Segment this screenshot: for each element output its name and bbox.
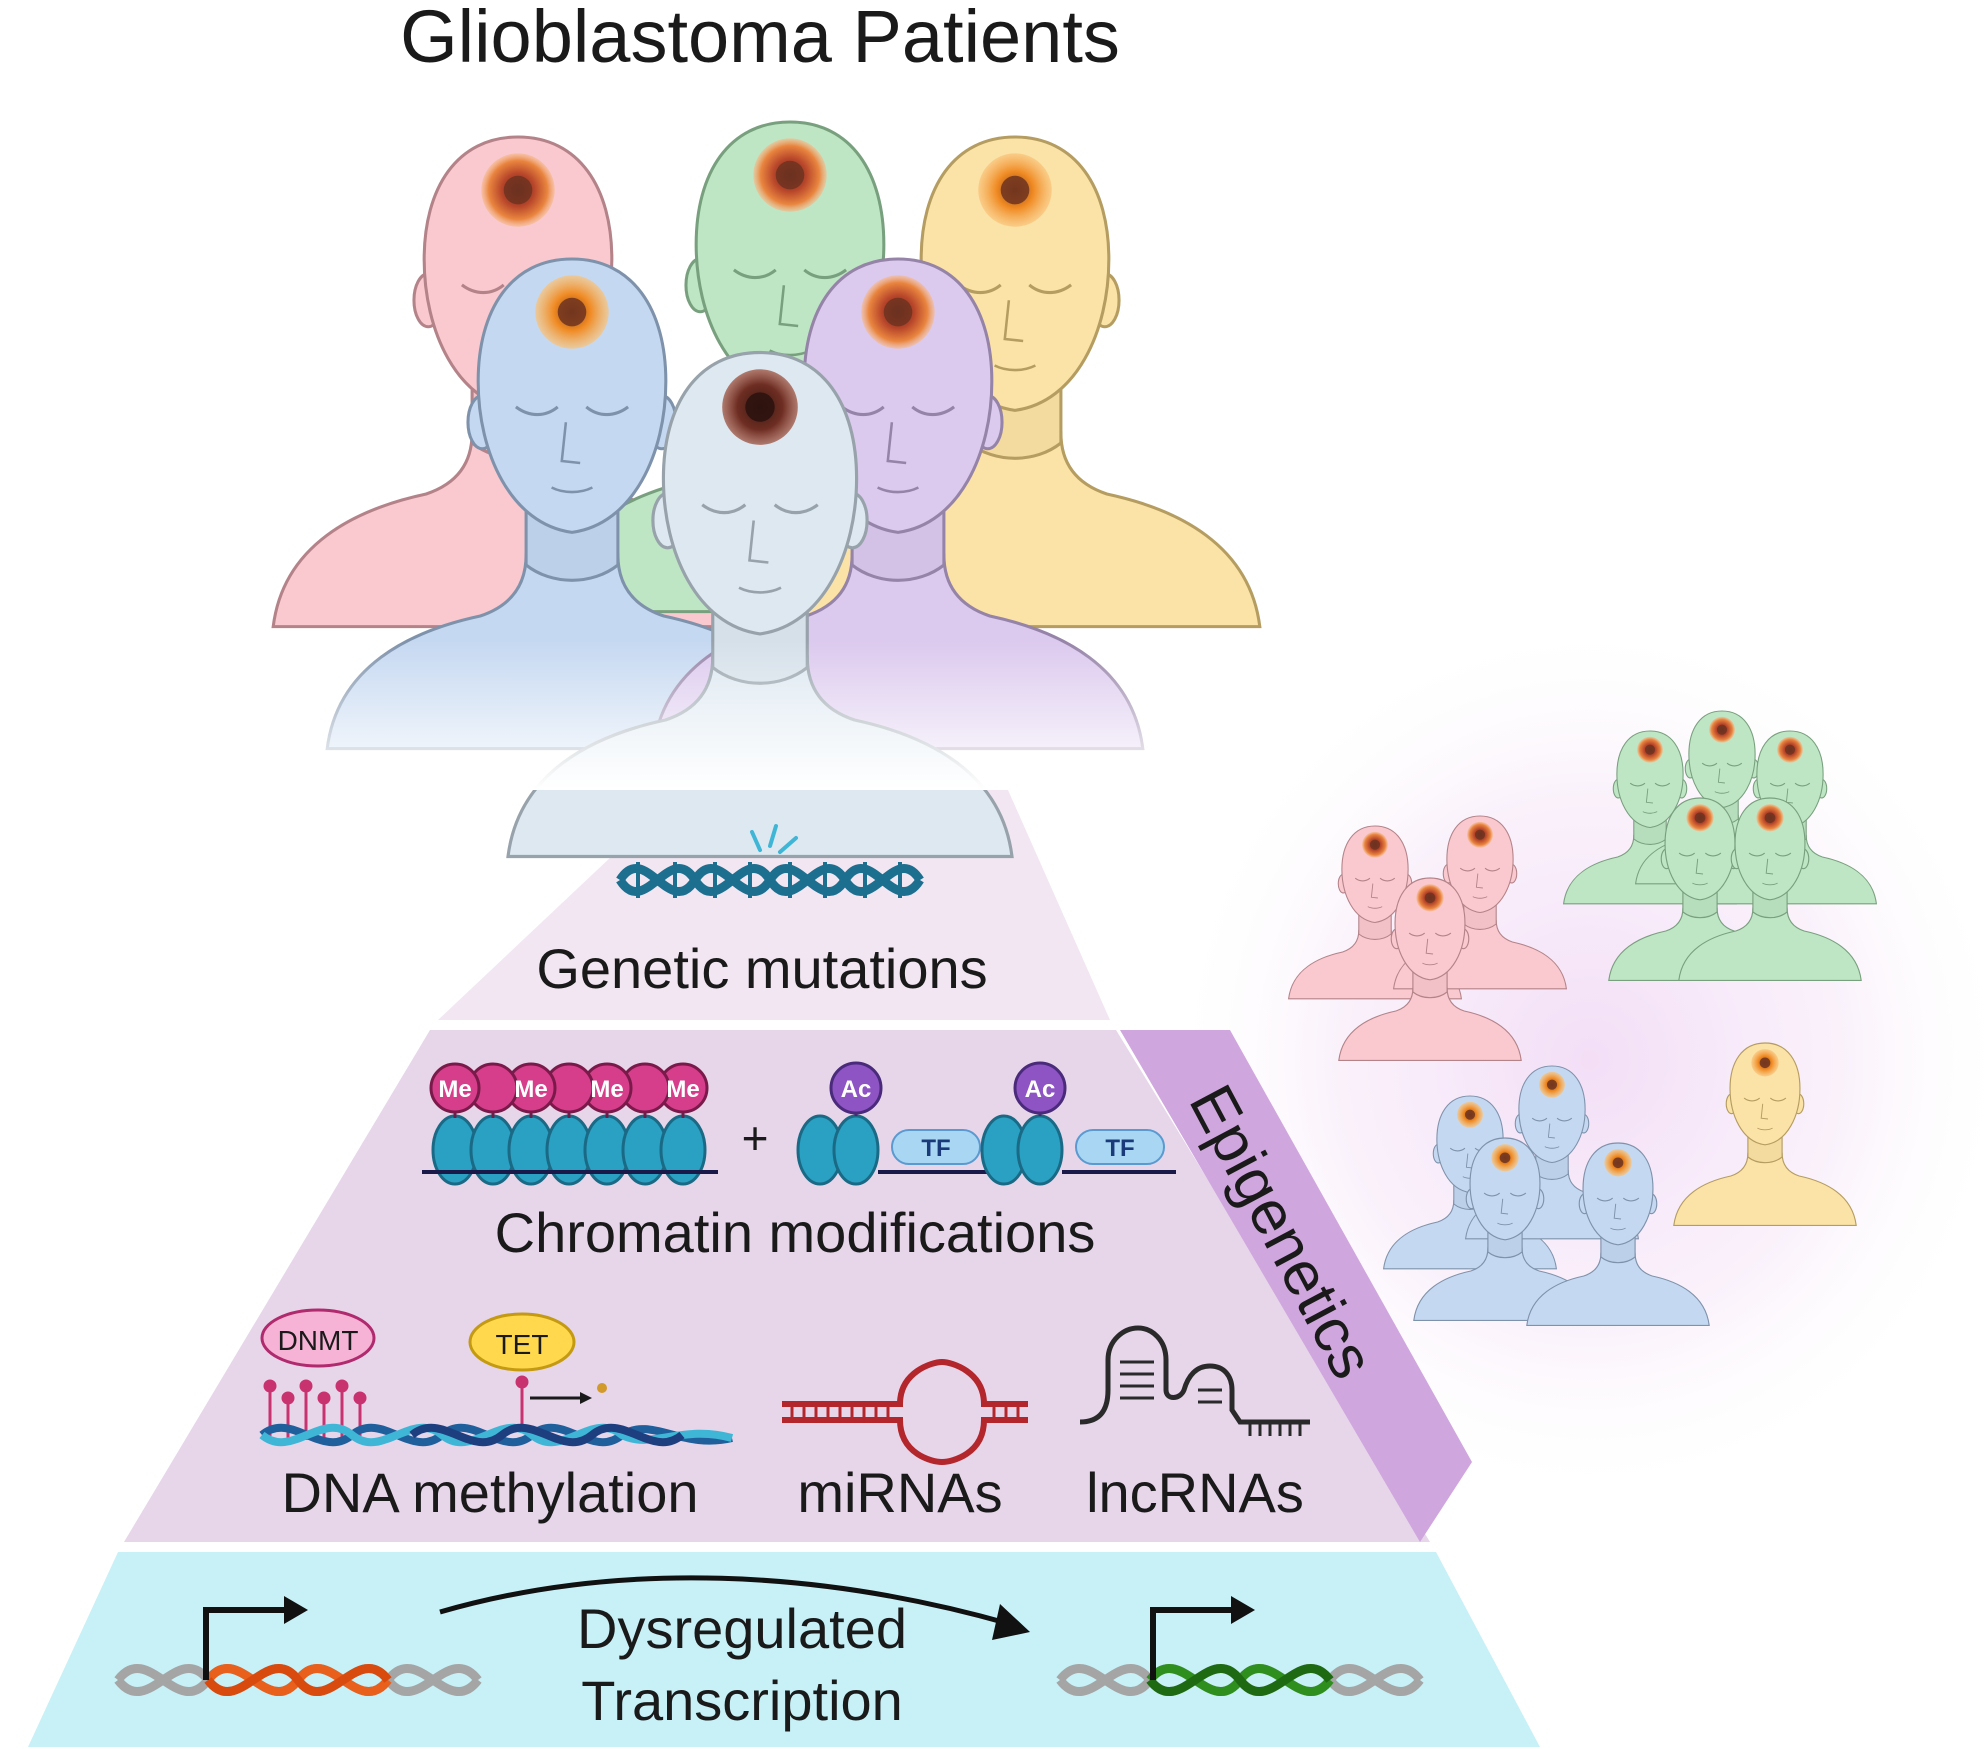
patient-blue-tumor [535,275,609,349]
subgroup-green-1-head [1616,730,1684,829]
transcription-label-line2: Transcription [581,1669,903,1732]
subgroup-pink-3-tumor [1416,884,1444,912]
patient-yellow-tumor [978,153,1052,227]
nucleosome [832,1114,880,1186]
subgroup-pink-1 [1287,825,1463,1000]
dna-methylation-label: DNA methylation [281,1461,698,1524]
dnmt-enzyme [260,1308,376,1368]
mirna-icon [782,1358,1028,1466]
transcription-arrow [439,1575,1011,1627]
subgroup-blue-3-tumor [1491,1144,1519,1172]
acetyl-mark [1013,1061,1067,1115]
transcription-label-line1: Dysregulated [577,1597,907,1660]
subgroup-blue-4 [1526,1142,1710,1326]
subgroup-green-4-head [1664,797,1736,901]
subgroup-green-1-tumor [1637,736,1663,763]
subgroup-pink-1-tumor [1362,831,1388,858]
dna-methylation-icon: DNMT TET [259,1308,734,1447]
subgroup-pink-1-head [1341,825,1409,924]
patient-front-head [661,350,859,636]
subgroup-green-5-head [1734,797,1806,901]
acetyl-mark [829,1061,883,1115]
subgroup-blue-2-tumor [1539,1071,1565,1098]
subgroup-green-2-tumor [1709,716,1735,743]
dna-mutation-icon [616,824,924,898]
subgroup-yellow-1-tumor [1751,1049,1779,1077]
tf-label: TF [921,1135,950,1162]
figure-title: Glioblastoma Patients [400,0,1120,78]
subgroup-green-5 [1678,797,1862,981]
chromatin-modifications-label: Chromatin modifications [495,1201,1096,1264]
subgroup-yellow-1-head [1729,1042,1801,1146]
methyl-label: Me [590,1076,623,1103]
patient-green-tumor [753,138,827,212]
subgroup-green-3-tumor [1777,736,1803,763]
patients-fade [250,640,1150,790]
methyl-mark [429,1062,481,1114]
methylated-nucleosome-array: Me Me Me Me [422,1062,718,1186]
methyl-label: Me [514,1076,547,1103]
lncrna-icon [1079,1325,1310,1436]
genetic-mutations-label: Genetic mutations [536,937,987,1000]
gene-green-icon [1056,1596,1424,1696]
acetyl-label: Ac [841,1076,872,1103]
transcription-arrowhead [992,1604,1030,1640]
subgroup-green-5-tumor [1756,804,1784,832]
subgroup-blue-4-tumor [1604,1149,1632,1177]
tf-label: TF [1105,1135,1134,1162]
lncrnas-label: lncRNAs [1086,1461,1304,1524]
subgroup-pink-3-head [1394,877,1466,981]
methyl-label: Me [438,1076,471,1103]
epigenetics-banner [1120,1030,1472,1542]
patient-purple-tumor [861,275,935,349]
subgroup-blue-1-tumor [1457,1101,1483,1128]
subgroup-pink-3 [1338,877,1522,1061]
transcription-factor [891,1129,981,1165]
tet-enzyme [468,1312,576,1372]
patient-pink-tumor [481,153,555,227]
transcription-factor [1075,1129,1165,1165]
gene-orange-icon [114,1596,482,1696]
mirnas-label: miRNAs [797,1461,1002,1524]
tet-label: TET [496,1329,549,1360]
subgroup-green-4-tumor [1686,804,1714,832]
patient-blue-head [476,257,668,534]
acetyl-label: Ac [1025,1076,1056,1103]
nucleosome [1016,1114,1064,1186]
subgroup-pink-2-head [1446,815,1514,914]
dnmt-label: DNMT [278,1325,359,1356]
chromatin-plus-sign: + [742,1112,769,1164]
subgroup-yellow-1 [1673,1042,1857,1226]
pyramid-transcription-tier [28,1552,1540,1747]
patient-front-tumor [722,369,798,445]
subgroup-blue-4-head [1582,1142,1654,1246]
subgroup-blue-2-head [1518,1065,1586,1164]
methyl-label: Me [666,1076,699,1103]
subgroup-blue-3-head [1469,1137,1541,1241]
subgroup-pink-2-tumor [1467,821,1493,848]
patient-subgroups [1287,710,1878,1326]
